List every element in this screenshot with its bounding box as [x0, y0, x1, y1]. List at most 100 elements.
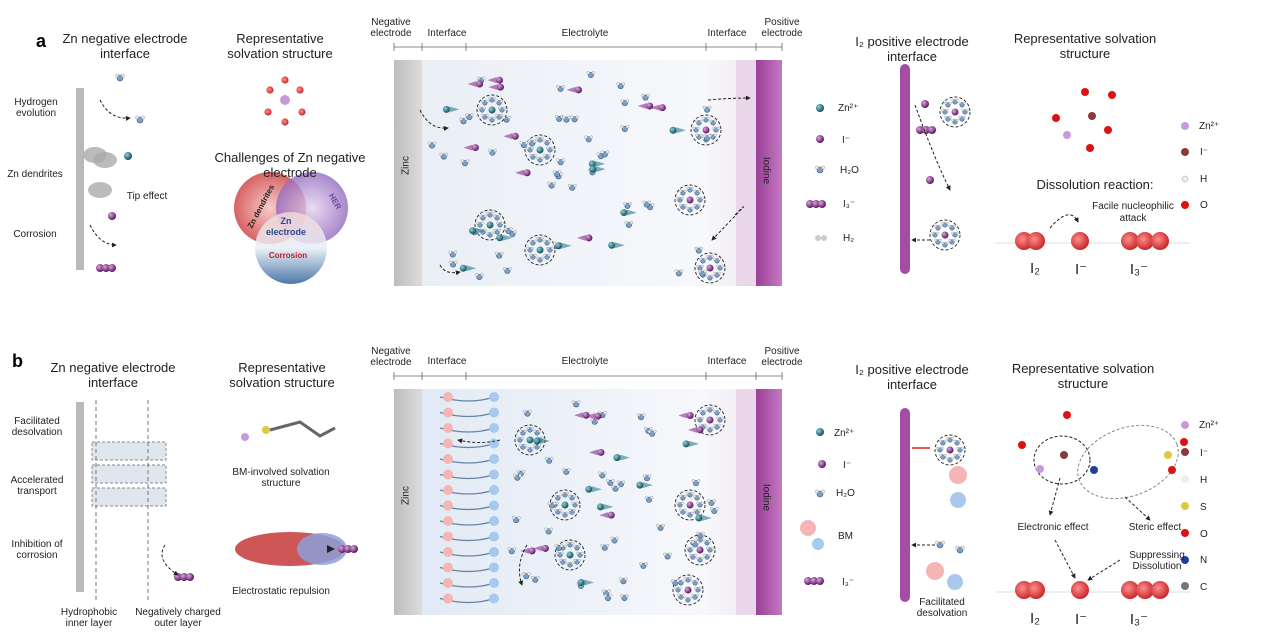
water-h	[639, 562, 643, 566]
water-h	[550, 146, 554, 150]
water-h	[713, 423, 717, 427]
triiodide-atom	[812, 200, 820, 208]
water-h	[702, 105, 707, 110]
atom-legend-dot-6	[1181, 582, 1189, 590]
b-iodine-label: Iodine	[760, 483, 772, 512]
water-h	[716, 126, 720, 130]
iodide-ion	[594, 412, 602, 420]
water-h	[696, 501, 700, 505]
sulfur-atom	[262, 426, 270, 434]
oxygen-atom	[1180, 438, 1188, 446]
water-h	[955, 545, 959, 550]
water-h	[481, 113, 485, 117]
water-h	[699, 133, 703, 137]
bm-anion-end	[489, 593, 499, 604]
water-h	[695, 579, 699, 583]
atom-legend-dot-3	[1181, 502, 1189, 510]
iodine-atom	[1121, 232, 1139, 250]
a-iodine-label: Iodine	[760, 156, 772, 185]
arrow	[518, 544, 528, 586]
solvation-shell	[674, 489, 706, 521]
water-h	[703, 257, 707, 261]
water-h	[465, 113, 469, 117]
water-h	[521, 572, 526, 576]
water-h	[679, 189, 683, 193]
ion-tail	[576, 234, 586, 241]
water-h	[713, 257, 717, 261]
a-species-i2: I₂	[1030, 260, 1040, 277]
water-h	[609, 594, 613, 598]
ion-tail	[487, 77, 497, 84]
water-h	[956, 446, 960, 450]
water-h	[512, 547, 517, 551]
arrow	[707, 95, 751, 101]
water-h	[697, 189, 701, 193]
water-h	[513, 473, 517, 478]
water-h	[453, 250, 458, 254]
iodide-ion	[816, 135, 824, 143]
iodine-atom	[1136, 232, 1154, 250]
atom-legend-dot-1	[1181, 448, 1189, 456]
water-h	[600, 543, 604, 548]
a-challenges-title: Challenges of Zn negative electrode	[214, 150, 366, 180]
water-h	[700, 556, 704, 560]
water-h	[953, 439, 957, 443]
water-h	[577, 400, 581, 404]
b-electronic: Electronic effect	[1017, 522, 1089, 533]
water-h	[691, 479, 695, 483]
water-h	[526, 146, 530, 150]
arrow	[89, 224, 117, 248]
water-h	[720, 416, 724, 420]
water-h	[448, 260, 453, 264]
water-h	[540, 136, 544, 140]
ion-tail	[676, 127, 687, 134]
water-h	[713, 119, 717, 123]
water-h	[591, 71, 596, 75]
water-h	[483, 214, 487, 218]
arrow	[1054, 539, 1076, 579]
a-atom-o: O	[1200, 200, 1208, 211]
water-h	[536, 575, 540, 580]
water-h	[476, 221, 480, 225]
iodide-ion	[702, 126, 710, 134]
bm-cation-end	[443, 516, 453, 526]
oxygen	[296, 86, 304, 94]
water-h	[556, 551, 560, 555]
water-h	[702, 134, 706, 138]
water-h	[717, 423, 721, 427]
water-h	[611, 484, 615, 489]
water-h	[710, 546, 714, 550]
water-h	[513, 230, 517, 234]
water-h	[649, 426, 653, 431]
water-h	[955, 98, 959, 102]
water-h	[695, 133, 699, 137]
a-atom-h: H	[1200, 174, 1208, 185]
water-h	[605, 543, 610, 548]
water-h	[518, 473, 522, 478]
triiodide-atom	[816, 577, 824, 585]
arrow	[439, 264, 461, 276]
water-h	[607, 589, 611, 593]
bm-anion	[950, 492, 966, 508]
zn-ion	[526, 436, 534, 444]
bm-blue-surface	[297, 533, 347, 565]
water-h	[948, 238, 952, 242]
water-h	[936, 446, 940, 450]
water-h	[697, 203, 701, 207]
atom-legend-dot-5	[1181, 556, 1189, 564]
oxygen	[281, 76, 289, 84]
water-h	[697, 479, 701, 483]
water-h	[686, 546, 690, 550]
water-h	[644, 495, 648, 500]
ion-tail	[561, 242, 572, 249]
water-h	[572, 494, 576, 498]
water-h	[715, 507, 719, 511]
dendrite	[88, 182, 112, 198]
water-h	[710, 254, 714, 258]
water-h	[940, 446, 944, 450]
iodide-ion	[607, 511, 615, 519]
b-suppressing: Suppressing Dissolution	[1129, 550, 1185, 572]
ion-tail	[595, 166, 606, 173]
iodide-ion	[686, 412, 694, 420]
